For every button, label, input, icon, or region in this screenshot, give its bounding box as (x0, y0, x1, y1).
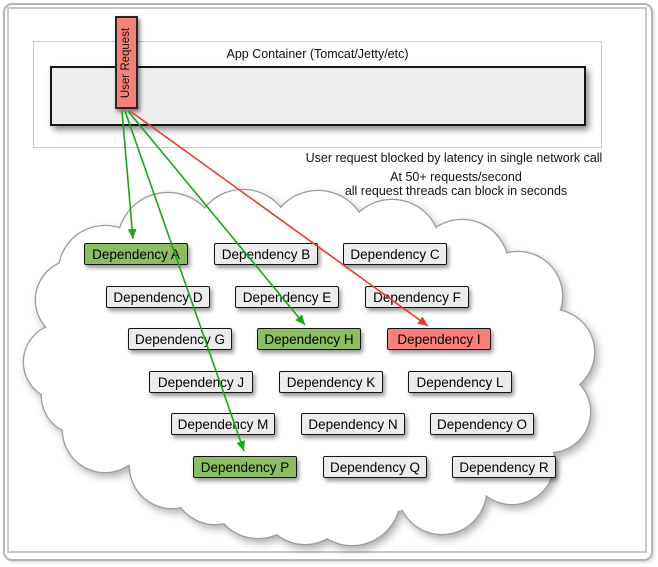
dependency-box-q: Dependency Q (323, 456, 427, 478)
dependency-box-a: Dependency A (84, 243, 188, 265)
dependency-box-f: Dependency F (365, 286, 469, 308)
dependency-box-d: Dependency D (106, 286, 210, 308)
dependency-box-l: Dependency L (408, 371, 512, 393)
dependency-box-b: Dependency B (214, 243, 318, 265)
dependency-box-c: Dependency C (343, 243, 447, 265)
user-request-box: User Request (115, 16, 138, 109)
dependency-box-m: Dependency M (171, 413, 275, 435)
user-request-label: User Request (120, 27, 133, 98)
dependency-box-p: Dependency P (193, 456, 297, 478)
dependency-box-e: Dependency E (235, 286, 339, 308)
dependency-box-h: Dependency H (257, 328, 361, 350)
dependency-box-g: Dependency G (128, 328, 232, 350)
app-container-label: App Container (Tomcat/Jetty/etc) (226, 47, 409, 61)
dependency-box-j: Dependency J (149, 371, 253, 393)
dependency-box-n: Dependency N (301, 413, 405, 435)
dependency-box-o: Dependency O (430, 413, 534, 435)
outer-frame (3, 3, 653, 561)
inner-frame (7, 7, 647, 553)
dependency-box-i: Dependency I (387, 328, 491, 350)
dependency-box-k: Dependency K (279, 371, 383, 393)
dependency-box-r: Dependency R (452, 456, 556, 478)
